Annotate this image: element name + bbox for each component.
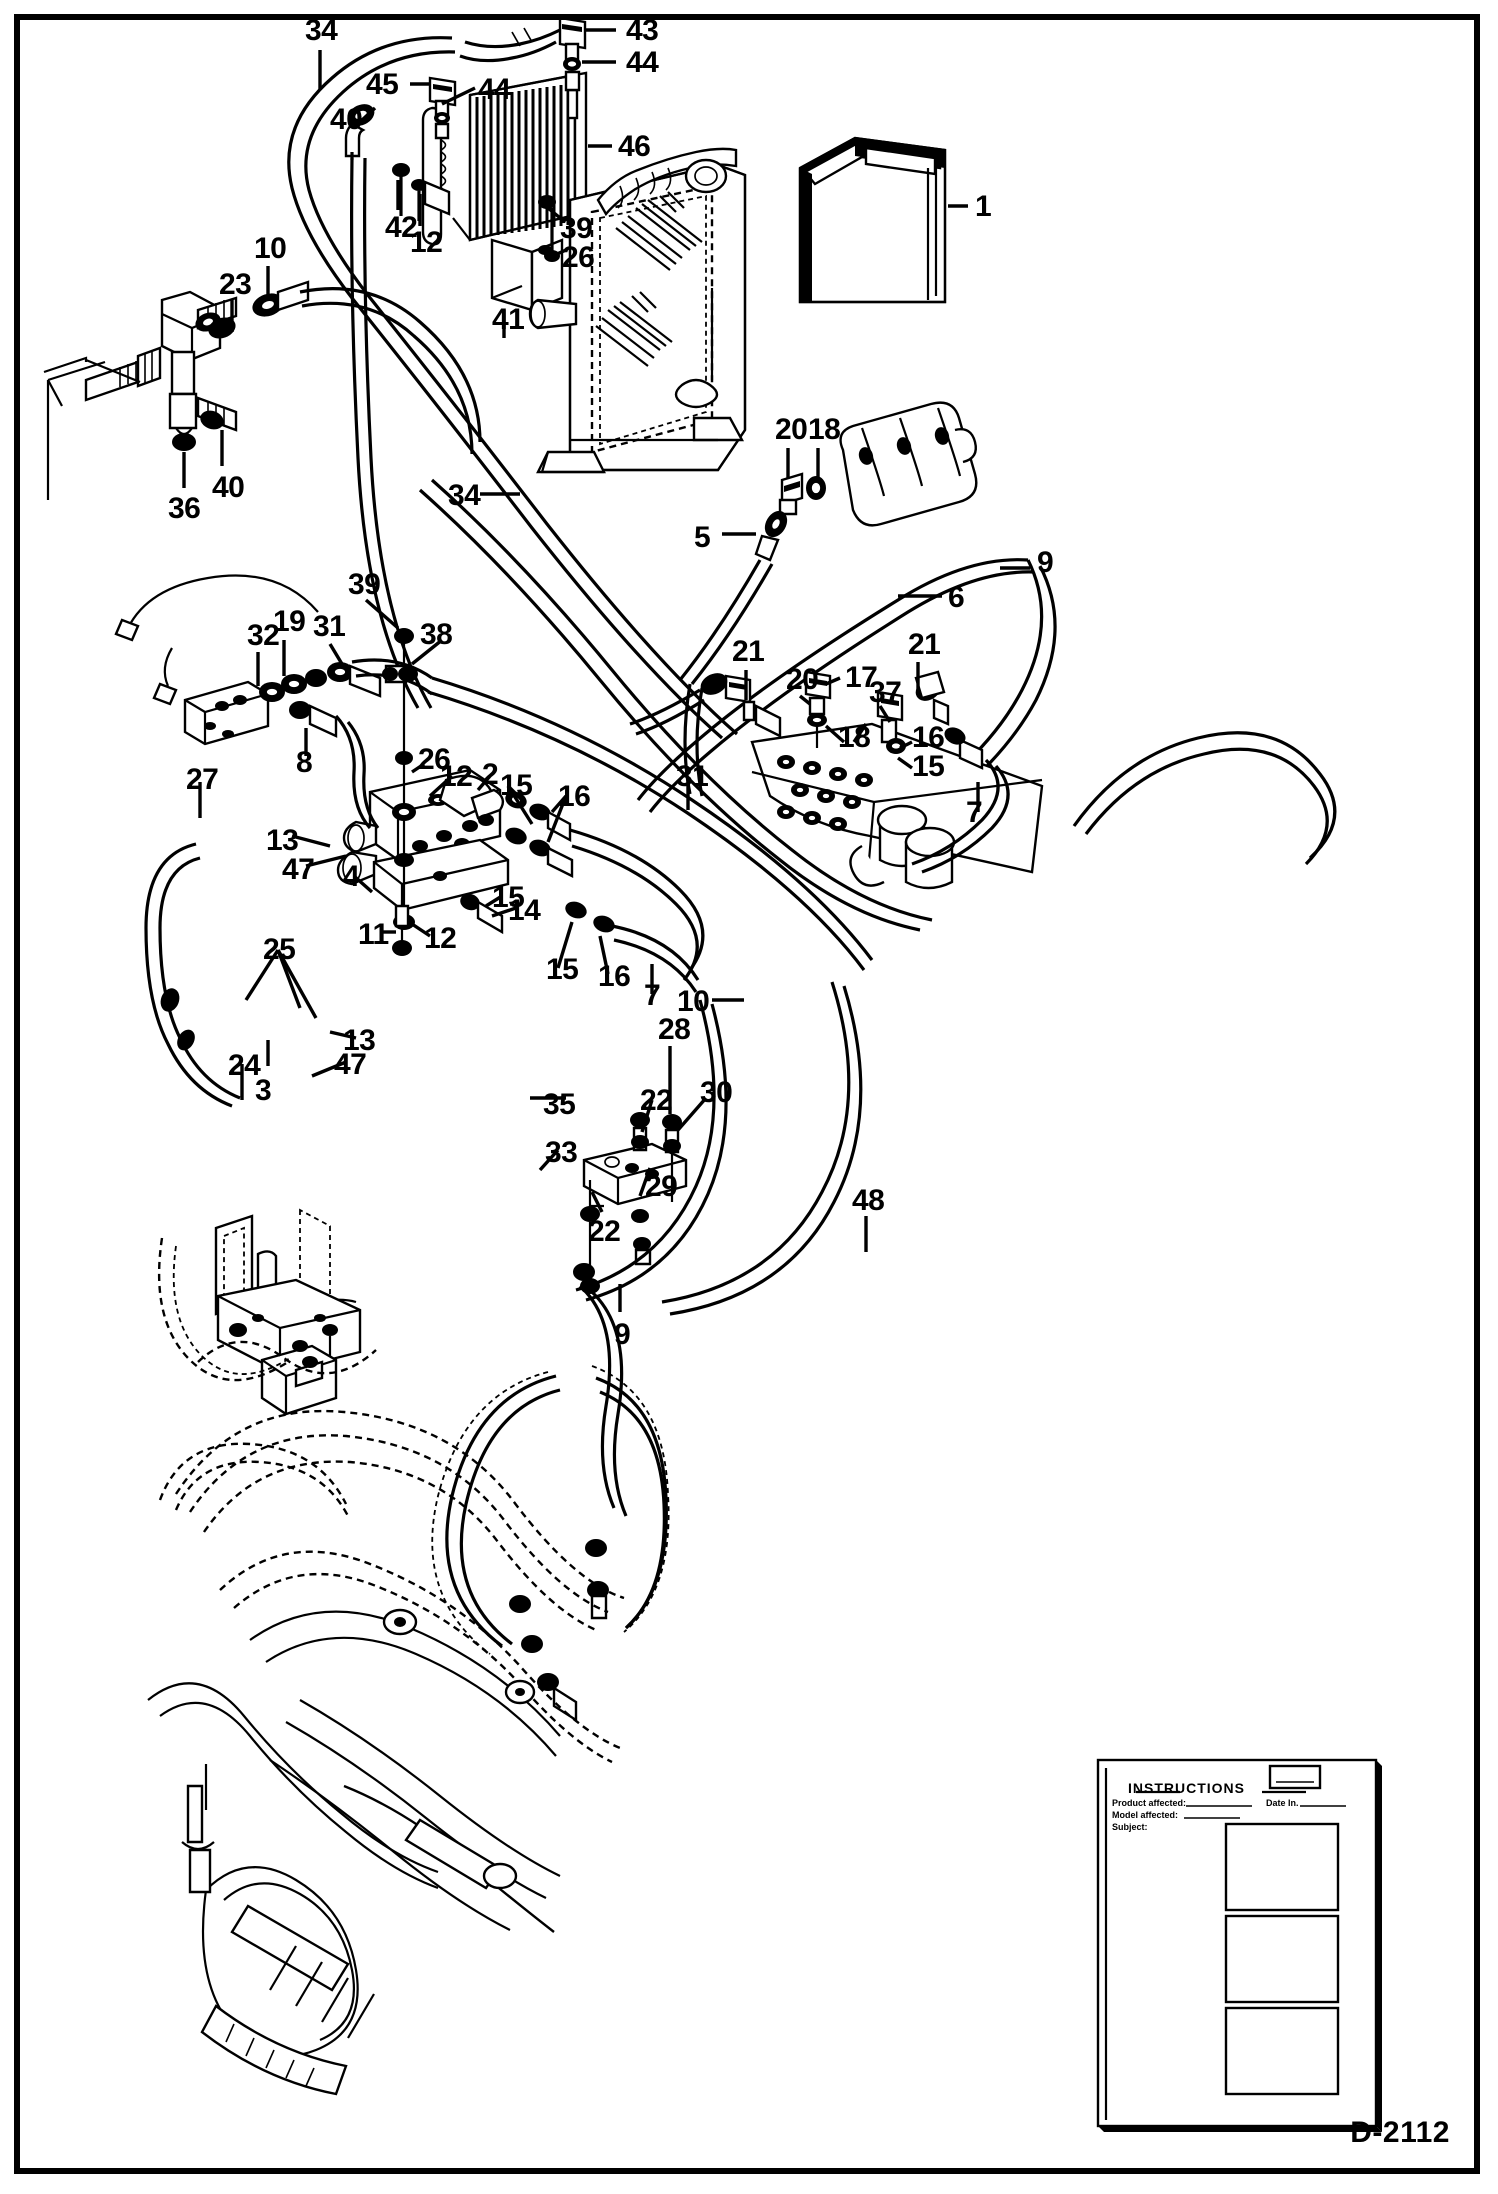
callout-11: 11 bbox=[358, 918, 389, 951]
callout-10: 10 bbox=[677, 985, 710, 1018]
callout-13: 13 bbox=[343, 1024, 376, 1057]
callout-8: 8 bbox=[296, 746, 313, 779]
hydraulic-pump-right bbox=[754, 401, 978, 562]
harness-27 bbox=[114, 574, 319, 746]
control-box-1 bbox=[798, 136, 947, 304]
callout-40: 40 bbox=[330, 103, 363, 136]
callout-12: 12 bbox=[424, 922, 457, 955]
callout-45: 45 bbox=[366, 68, 399, 101]
callout-5: 5 bbox=[694, 521, 711, 554]
callout-20: 20 bbox=[775, 413, 808, 446]
callout-37: 37 bbox=[869, 676, 902, 709]
leader-lines bbox=[182, 28, 1030, 1312]
instruction-sheet-48 bbox=[1096, 1758, 1382, 2132]
bolts-11-12 bbox=[392, 900, 412, 956]
callout-21: 21 bbox=[732, 635, 765, 668]
callout-10: 10 bbox=[254, 232, 287, 265]
callout-18: 18 bbox=[838, 721, 871, 754]
cooler-top-fittings bbox=[459, 16, 587, 92]
mounting-plate-29 bbox=[580, 1112, 688, 1294]
callout-1: 1 bbox=[975, 190, 992, 223]
callout-35: 35 bbox=[543, 1088, 576, 1121]
callout-12: 12 bbox=[410, 226, 443, 259]
drawing-code: D-2112 bbox=[1350, 2116, 1450, 2149]
callout-28: 28 bbox=[658, 1013, 691, 1046]
callout-15: 15 bbox=[500, 769, 533, 802]
callout-20: 20 bbox=[786, 663, 819, 696]
callout-44: 44 bbox=[626, 46, 659, 79]
callout-41: 41 bbox=[492, 303, 525, 336]
instruction-heading: INSTRUCTIONS bbox=[1128, 1780, 1245, 1796]
callout-6: 6 bbox=[948, 581, 965, 614]
radiator-frame-assembly bbox=[528, 147, 747, 474]
callout-30: 30 bbox=[700, 1076, 733, 1109]
callout-16: 16 bbox=[558, 780, 591, 813]
callout-31: 31 bbox=[676, 760, 709, 793]
callout-18: 18 bbox=[808, 413, 841, 446]
callout-12: 12 bbox=[440, 760, 473, 793]
callout-15: 15 bbox=[546, 953, 579, 986]
callout-39: 39 bbox=[348, 568, 381, 601]
instruction-line-2: Model affected: bbox=[1112, 1810, 1179, 1820]
callout-31: 31 bbox=[313, 610, 346, 643]
callout-17: 17 bbox=[845, 661, 878, 694]
callout-16: 16 bbox=[598, 960, 631, 993]
callout-46: 46 bbox=[618, 130, 651, 163]
callout-34: 34 bbox=[305, 14, 338, 47]
stack-fittings bbox=[629, 670, 984, 770]
bracket-41 bbox=[490, 208, 564, 312]
callout-24: 24 bbox=[228, 1049, 261, 1082]
callout-14: 14 bbox=[508, 894, 541, 927]
callout-21: 21 bbox=[908, 628, 941, 661]
callout-9: 9 bbox=[1037, 546, 1054, 579]
callout-32: 32 bbox=[247, 619, 280, 652]
manifold-block-2 bbox=[336, 700, 510, 930]
callout-26: 26 bbox=[562, 241, 595, 274]
callout-44: 44 bbox=[478, 73, 511, 106]
callout-16: 16 bbox=[912, 721, 945, 754]
bracket-assembly-3 bbox=[214, 1208, 362, 1416]
callout-29: 29 bbox=[645, 1170, 678, 1203]
callout-7: 7 bbox=[966, 796, 983, 829]
callout-33: 33 bbox=[545, 1136, 578, 1169]
callout-19: 19 bbox=[273, 605, 306, 638]
instruction-line-1: Product affected: bbox=[1112, 1798, 1187, 1808]
callout-9: 9 bbox=[614, 1318, 631, 1351]
callout-4: 4 bbox=[343, 860, 360, 893]
callout-22: 22 bbox=[640, 1084, 673, 1117]
callout-47: 47 bbox=[282, 853, 315, 886]
callout-42: 42 bbox=[385, 211, 418, 244]
callout-27: 27 bbox=[186, 763, 219, 796]
callout-34: 34 bbox=[448, 479, 481, 512]
rod-38-39 bbox=[382, 628, 418, 700]
callout-15: 15 bbox=[912, 750, 945, 783]
callout-40: 40 bbox=[212, 471, 245, 504]
instruction-line-3: Subject: bbox=[1112, 1822, 1148, 1832]
callout-47: 47 bbox=[334, 1048, 367, 1081]
callout-3: 3 bbox=[255, 1074, 272, 1107]
cooler-mid-fittings bbox=[428, 76, 457, 140]
callout-26: 26 bbox=[418, 743, 451, 776]
callout-13: 13 bbox=[266, 824, 299, 857]
bolt-39 bbox=[538, 195, 556, 209]
instruction-date-label: Date In. bbox=[1266, 1798, 1299, 1808]
callout-36: 36 bbox=[168, 492, 201, 525]
callout-39: 39 bbox=[560, 212, 593, 245]
callout-43: 43 bbox=[626, 14, 659, 47]
callout-48: 48 bbox=[852, 1184, 885, 1217]
callout-23: 23 bbox=[219, 268, 252, 301]
diagram-border bbox=[14, 14, 1480, 2174]
pump-assembly-left bbox=[43, 280, 482, 500]
callout-7: 7 bbox=[644, 979, 661, 1012]
excavator-arm-phantom bbox=[147, 1237, 625, 2096]
callout-38: 38 bbox=[420, 618, 453, 651]
callout-2: 2 bbox=[482, 758, 499, 791]
callout-25: 25 bbox=[263, 933, 296, 966]
hose-loop-35 bbox=[431, 1365, 670, 1723]
callout-22: 22 bbox=[588, 1215, 621, 1248]
fittings-32-19-31 bbox=[259, 658, 433, 830]
callout-15: 15 bbox=[492, 881, 525, 914]
